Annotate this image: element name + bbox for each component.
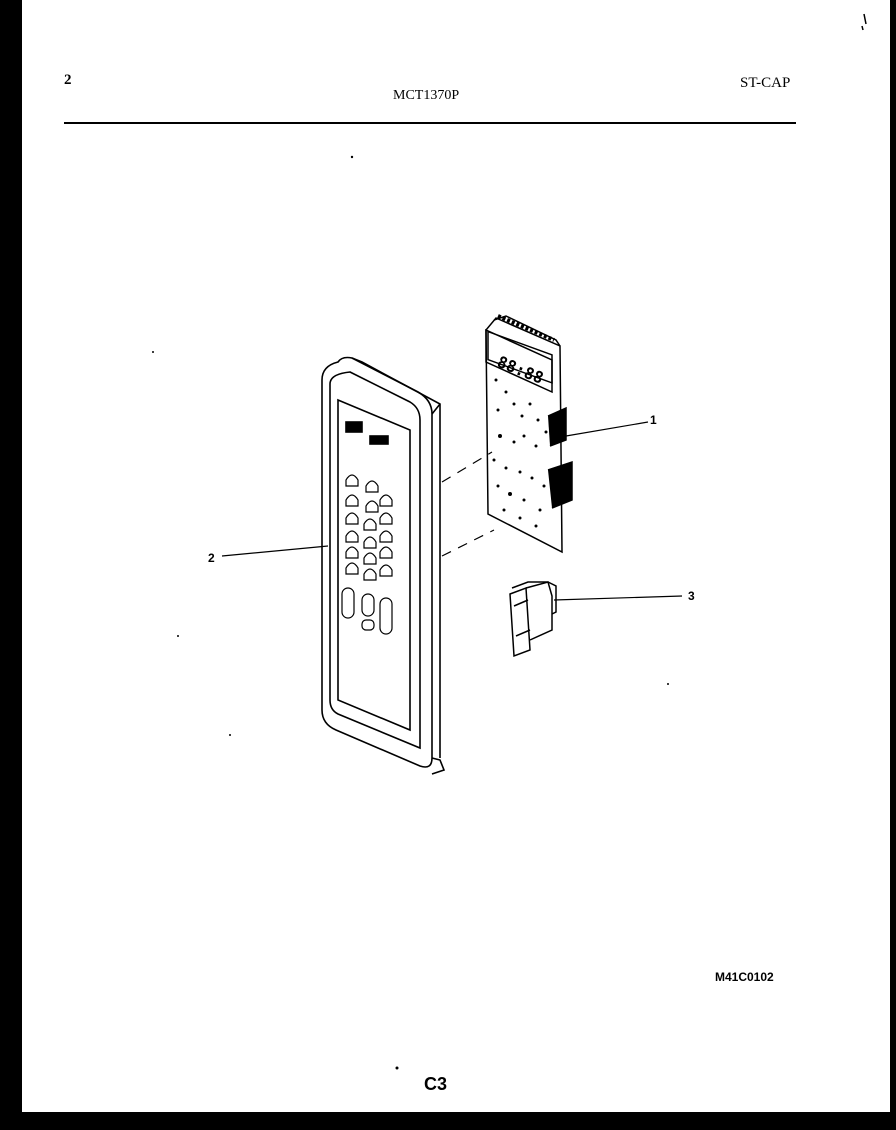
keypad xyxy=(341,474,393,635)
diagram-sheet xyxy=(22,0,890,1112)
drawing-code: M41C0102 xyxy=(715,970,774,984)
callout-2-label: 2 xyxy=(208,551,215,565)
category-code: ST-CAP xyxy=(740,75,791,91)
page-number: 2 xyxy=(64,72,72,88)
board-components xyxy=(492,378,548,528)
callout-1-label: 1 xyxy=(650,413,657,427)
board-display: 88:88 xyxy=(485,328,553,394)
callout-1-leader xyxy=(565,421,649,437)
assembly-guide-lines xyxy=(441,451,495,557)
callout-3-label: 3 xyxy=(688,589,695,603)
switch-clip xyxy=(509,581,557,658)
callouts: 1 2 3 xyxy=(208,413,695,603)
circuit-board xyxy=(485,314,573,554)
control-panel xyxy=(321,356,446,775)
page-code: C3 xyxy=(424,1074,448,1094)
header-rule xyxy=(64,122,796,124)
callout-3-leader xyxy=(553,595,683,601)
display-digits: 88:88 xyxy=(495,352,547,388)
scan-specks xyxy=(152,13,867,1070)
model-number: MCT1370P xyxy=(393,88,460,103)
callout-2-leader xyxy=(221,545,329,557)
